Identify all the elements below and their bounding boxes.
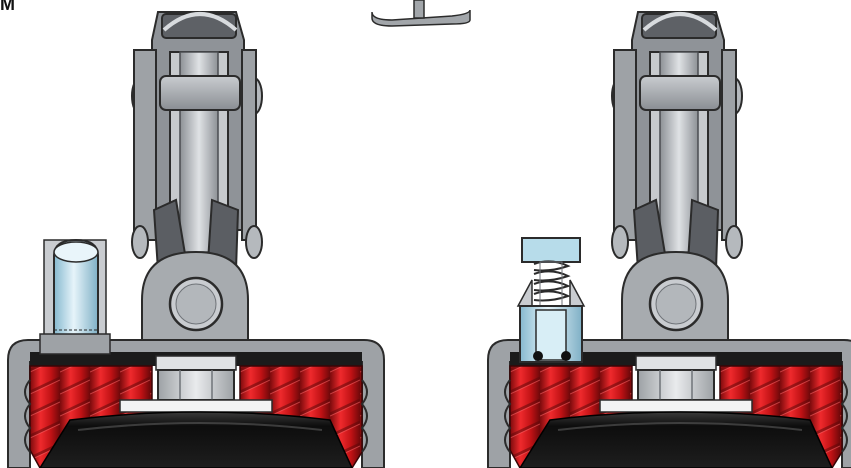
- spring-coils: [533, 260, 571, 302]
- corner-label: M: [0, 0, 15, 14]
- solid-pin: [39, 238, 111, 355]
- t-handle: [371, 0, 471, 27]
- assembly-right: [486, 10, 851, 468]
- spring-plunger: [516, 237, 586, 363]
- assembly-left: [6, 10, 386, 468]
